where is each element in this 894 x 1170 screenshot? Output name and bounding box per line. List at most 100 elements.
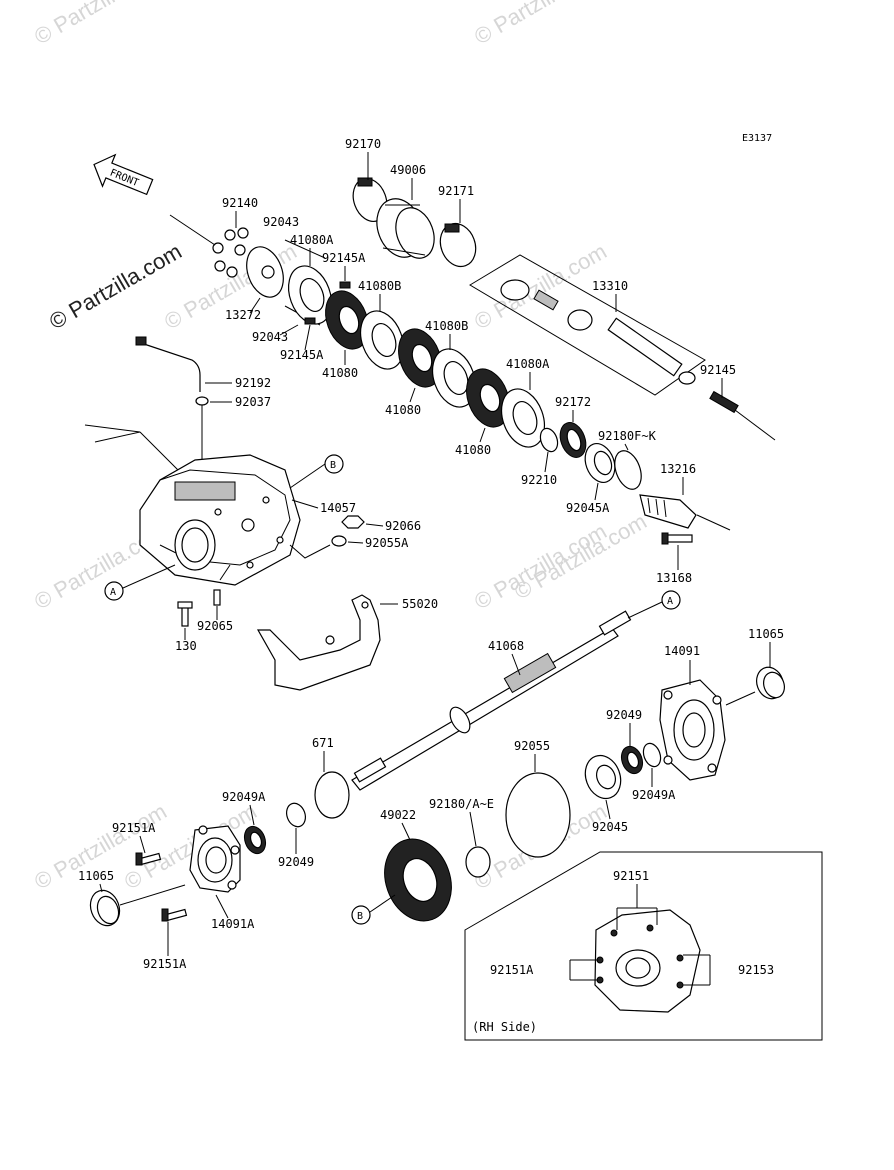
ring-92049A	[642, 742, 662, 768]
shim-92180-A-E	[465, 846, 491, 878]
part-label[interactable]: 92055A	[365, 536, 409, 550]
part-label[interactable]: 41080A	[290, 233, 334, 247]
shim-92180F-K	[614, 450, 642, 490]
bolt-13168	[661, 532, 693, 545]
clamp-92037	[195, 396, 209, 406]
part-label[interactable]: 41080B	[358, 279, 401, 293]
part-label[interactable]: 92151	[613, 869, 649, 883]
part-label[interactable]: 92055	[514, 739, 550, 753]
part-label[interactable]: 92180F~K	[598, 429, 657, 443]
boot-49006	[376, 198, 435, 259]
part-label[interactable]: 92049	[278, 855, 314, 869]
friction-disc-41080-b	[398, 328, 442, 388]
part-label[interactable]: 41080	[385, 403, 421, 417]
bevel-gear-49022	[384, 838, 452, 922]
part-label[interactable]: 92170	[345, 137, 381, 151]
seal-11065	[725, 666, 785, 706]
part-label[interactable]: 92049	[606, 708, 642, 722]
part-label[interactable]: 13168	[656, 571, 692, 585]
part-label[interactable]: 92049A	[632, 788, 676, 802]
watermark-tile: © Partzilla.com	[30, 0, 171, 49]
pin-92145A	[339, 281, 351, 289]
part-label[interactable]: 92192	[235, 376, 271, 390]
part-label[interactable]: 92171	[438, 184, 474, 198]
part-label[interactable]: 671	[312, 736, 334, 750]
part-label[interactable]: 41080	[322, 366, 358, 380]
part-label[interactable]: 92140	[222, 196, 258, 210]
part-label[interactable]: 92151A	[112, 821, 156, 835]
bolt-130	[177, 601, 193, 627]
breather-hose-92192	[135, 336, 201, 392]
seal-92049	[620, 745, 644, 775]
bolt-92151A	[135, 852, 162, 866]
part-label[interactable]: 49022	[380, 808, 416, 822]
part-label[interactable]: 41080	[455, 443, 491, 457]
rh-side-label: (RH Side)	[472, 1020, 537, 1034]
pin-92145	[709, 390, 776, 441]
part-label[interactable]: 92045A	[566, 501, 610, 515]
part-label[interactable]: 11065	[78, 869, 114, 883]
output-shaft-41068	[351, 610, 632, 791]
part-label[interactable]: 92145A	[280, 348, 324, 362]
bearing-92045	[584, 754, 622, 800]
friction-disc-41080	[325, 290, 369, 350]
leader-92055A	[289, 544, 331, 559]
oring-92055	[505, 772, 571, 858]
part-label[interactable]: 14057	[320, 501, 356, 515]
ref-marker-b: B	[330, 460, 336, 471]
part-labels: 92170 49006 92171 92140 92043 41080A 921…	[78, 137, 784, 977]
joint-13310	[469, 254, 706, 396]
part-label[interactable]: 130	[175, 639, 197, 653]
ref-marker-b-gear: B	[357, 911, 363, 922]
part-label[interactable]: 49006	[390, 163, 426, 177]
ref-marker-a-shaft: A	[667, 596, 673, 607]
part-label[interactable]: 11065	[748, 627, 784, 641]
bolt-92151A-b	[161, 908, 188, 922]
part-label[interactable]: 41068	[488, 639, 524, 653]
part-label[interactable]: 92180/A~E	[429, 797, 494, 811]
part-label[interactable]: 92049A	[222, 790, 266, 804]
part-label[interactable]: 92145	[700, 363, 736, 377]
disc-41080B	[359, 310, 405, 370]
part-label[interactable]: 13272	[225, 308, 261, 322]
part-label[interactable]: 41080A	[506, 357, 550, 371]
oring-671	[314, 771, 350, 819]
part-label[interactable]: 13310	[592, 279, 628, 293]
front-arrow-icon: FRONT	[93, 153, 154, 196]
pinion-13216	[639, 494, 731, 531]
watermark-tile: © Partzilla.com	[470, 0, 611, 49]
ref-marker-a: A	[110, 587, 116, 598]
part-label[interactable]: 92151A	[143, 957, 187, 971]
part-label[interactable]: 92043	[263, 215, 299, 229]
part-label[interactable]: 41080B	[425, 319, 468, 333]
spacer-92140	[212, 227, 249, 278]
pin-92065	[213, 564, 231, 606]
part-label[interactable]: 14091	[664, 644, 700, 658]
seal-11065-b	[89, 884, 186, 927]
part-label[interactable]: 92065	[197, 619, 233, 633]
part-label[interactable]: 13216	[660, 462, 696, 476]
diagram-code: E3137	[742, 133, 772, 144]
part-label[interactable]: 92210	[521, 473, 557, 487]
part-label[interactable]: 14091A	[211, 917, 255, 931]
ring-92210	[539, 427, 559, 453]
watermark-layer: © Partzilla.com © Partzilla.com © Partzi…	[30, 0, 651, 894]
part-label[interactable]: 92145A	[322, 251, 366, 265]
part-label[interactable]: 92151A	[490, 963, 534, 977]
part-label[interactable]: 92045	[592, 820, 628, 834]
part-label[interactable]: 92066	[385, 519, 421, 533]
boot-clamp-92171	[439, 222, 477, 268]
part-label[interactable]: 92172	[555, 395, 591, 409]
rh-side-inset: (RH Side)	[464, 851, 823, 1041]
plate-13272	[246, 246, 284, 298]
part-label[interactable]: 92043	[252, 330, 288, 344]
seal-92172	[559, 422, 587, 458]
part-label[interactable]: 92153	[738, 963, 774, 977]
friction-disc-41080-c	[466, 368, 510, 428]
bracket-55020	[256, 594, 381, 691]
part-label[interactable]: 92037	[235, 395, 271, 409]
oring-92055A	[331, 535, 347, 547]
gear-case-14057	[84, 424, 301, 586]
part-label[interactable]: 55020	[402, 597, 438, 611]
